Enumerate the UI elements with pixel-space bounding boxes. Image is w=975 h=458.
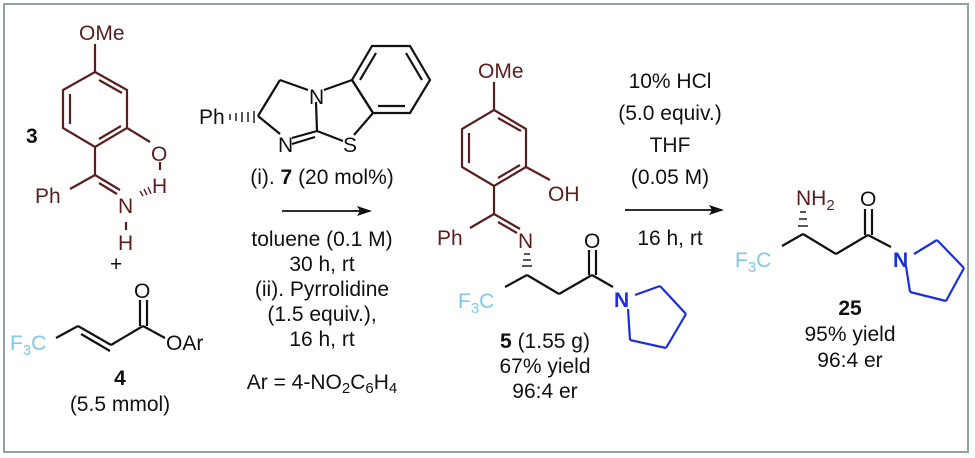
compound-25-backbone (781, 209, 892, 255)
svg-text:O: O (151, 143, 167, 166)
compound-5-structure (460, 82, 551, 234)
step1-condition-1: 30 h, rt (289, 253, 355, 276)
svg-text:N: N (893, 249, 908, 272)
svg-text:O: O (860, 188, 876, 211)
compound-4-structure (55, 300, 166, 352)
compound-5-mass-line: 5 (1.55 g) (470, 329, 620, 354)
svg-text:Ph: Ph (199, 106, 225, 129)
catalyst-number: 7 (280, 166, 293, 189)
compound-5-number: 5 (500, 330, 512, 353)
svg-text:Ph: Ph (35, 185, 61, 208)
compound-25-hashed-wedge (798, 211, 808, 227)
compound-5-pyrrolidine (626, 284, 687, 350)
compound-3-number: 3 (26, 125, 38, 148)
ph-hashed-wedge (229, 111, 255, 123)
compound-25-pyrrolidine (904, 239, 965, 303)
step1-condition-0: toluene (0.1 M) (251, 228, 393, 251)
step1-prefix: (i). (250, 166, 281, 189)
svg-text:OMe: OMe (79, 22, 125, 45)
svg-text:H: H (152, 175, 167, 198)
compound-3-labels: OMe O H Ph N H (35, 22, 167, 255)
plus-sign: + (110, 253, 122, 276)
scheme-frame (3, 3, 969, 453)
svg-text:F3C: F3C (735, 249, 771, 276)
compound-5-er: 96:4 er (512, 380, 578, 403)
svg-text:N: N (278, 134, 293, 157)
svg-text:O: O (134, 280, 150, 303)
compound-5-backbone (504, 250, 614, 295)
step2-condition-3: (0.05 M) (630, 166, 710, 189)
svg-text:OAr: OAr (166, 332, 203, 355)
svg-text:N: N (309, 86, 324, 109)
compound-4-labels: O OAr F3C (10, 280, 203, 359)
svg-text:N: N (614, 289, 629, 312)
svg-text:NH2: NH2 (796, 187, 835, 214)
ar-def-h: H (373, 371, 389, 394)
compound-5-hashed-wedge (522, 253, 532, 267)
compound-5-mass: (1.55 g) (511, 330, 590, 353)
svg-text:O: O (584, 230, 600, 253)
compound-25-yield: 95% yield (804, 323, 896, 346)
compound-4-amount: (5.5 mmol) (69, 393, 171, 416)
compound-25-labels: NH2 O N F3C (735, 187, 908, 276)
svg-text:OMe: OMe (478, 60, 524, 83)
compound-25-er: 96:4 er (817, 349, 883, 372)
compound-4-number: 4 (114, 367, 126, 390)
ar-def-prefix: Ar = 4-NO (246, 371, 342, 394)
reaction-arrow-2 (625, 205, 724, 215)
step2-condition-0: 10% HCl (628, 70, 712, 93)
step1-suffix: (20 mol%) (292, 166, 394, 189)
ar-def-sub2: 6 (365, 380, 374, 397)
step2-condition-1: (5.0 equiv.) (618, 102, 722, 125)
ar-def-c: C (350, 371, 366, 394)
svg-text:Ph: Ph (437, 227, 463, 250)
step1-condition-3: (1.5 equiv.), (267, 303, 377, 326)
step1-condition-4: 16 h, rt (289, 328, 355, 351)
svg-text:H: H (118, 232, 133, 255)
step2-condition-2: THF (649, 134, 691, 157)
reaction-arrow-1 (282, 206, 372, 216)
compound-3-structure (61, 44, 162, 230)
svg-text:F3C: F3C (10, 332, 46, 359)
svg-text:OH: OH (548, 183, 580, 206)
ar-def-sub3: 4 (388, 380, 398, 397)
compound-25-number: 25 (838, 297, 862, 320)
svg-text:S: S (343, 134, 357, 157)
catalyst-7-structure (257, 44, 432, 146)
step2-condition-below: 16 h, rt (637, 227, 703, 250)
ar-def-sub1: 2 (341, 380, 351, 397)
catalyst-7-labels: Ph N N S (199, 86, 357, 157)
svg-text:N: N (118, 195, 133, 218)
step1-catalyst-line: (i). 7 (20 mol%) (222, 165, 422, 190)
svg-text:N: N (518, 230, 533, 253)
svg-text:F3C: F3C (458, 290, 494, 317)
ar-definition: Ar = 4-NO2C6H4 (222, 370, 422, 397)
step1-condition-2: (ii). Pyrrolidine (254, 278, 390, 301)
compound-5-yield: 67% yield (499, 355, 591, 378)
